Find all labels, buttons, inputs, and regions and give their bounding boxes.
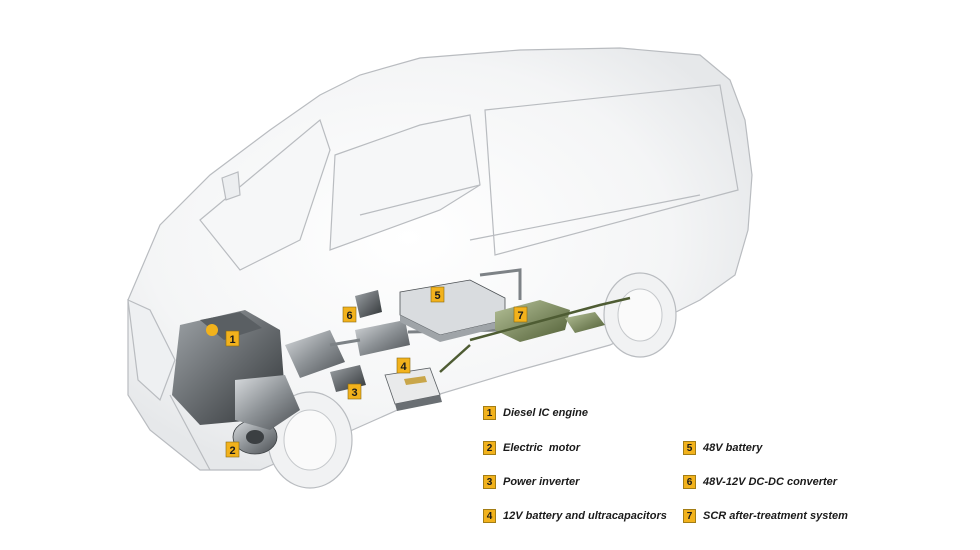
legend-label: Diesel IC engine: [503, 407, 588, 419]
legend-item: 4 12V battery and ultracapacitors: [483, 508, 667, 524]
van-body: [127, 47, 753, 471]
battery-48v-graphic: [399, 268, 522, 342]
gearbox-graphic: [235, 375, 300, 430]
callout-badge: 1: [225, 330, 240, 347]
svg-text:1: 1: [229, 334, 235, 346]
legend-item: 1 Diesel IC engine: [483, 405, 588, 421]
legend-item: 3 Power inverter: [483, 474, 579, 490]
legend-item: 7 SCR after-treatment system: [683, 508, 848, 524]
svg-text:5: 5: [434, 290, 440, 302]
callout-badge: 5: [430, 286, 445, 303]
callout-badge: 7: [513, 306, 528, 323]
battery-12v-graphic: [384, 367, 442, 411]
callout-badge: 3: [347, 383, 362, 400]
callout-badge: 2: [225, 441, 240, 458]
legend-item: 6 48V-12V DC-DC converter: [683, 474, 837, 490]
svg-text:6: 6: [346, 310, 352, 322]
legend-label: Electric motor: [503, 442, 581, 454]
legend-number: 6: [683, 475, 696, 489]
legend-number: 1: [483, 406, 496, 420]
legend-label: 12V battery and ultracapacitors: [503, 510, 667, 522]
legend-label: 48V battery: [703, 442, 763, 454]
svg-text:3: 3: [351, 387, 357, 399]
legend-number: 5: [683, 441, 696, 455]
legend-number: 3: [483, 475, 496, 489]
callout-badge: 4: [396, 357, 411, 374]
rear-wheel: [603, 272, 677, 358]
svg-text:2: 2: [229, 445, 235, 457]
dc-dc-converter-graphic: [355, 290, 382, 318]
legend-label: 48V-12V DC-DC converter: [703, 476, 838, 488]
legend-number: 7: [683, 509, 696, 523]
legend-label: SCR after-treatment system: [703, 510, 848, 522]
svg-text:7: 7: [517, 310, 523, 322]
legend-item: 2 Electric motor: [483, 440, 580, 456]
legend-label: Power inverter: [503, 476, 580, 488]
svg-text:4: 4: [400, 361, 407, 373]
callout-badge: 6: [342, 306, 357, 323]
legend-number: 2: [483, 441, 496, 455]
legend-number: 4: [483, 509, 496, 523]
legend-item: 5 48V battery: [683, 440, 762, 456]
